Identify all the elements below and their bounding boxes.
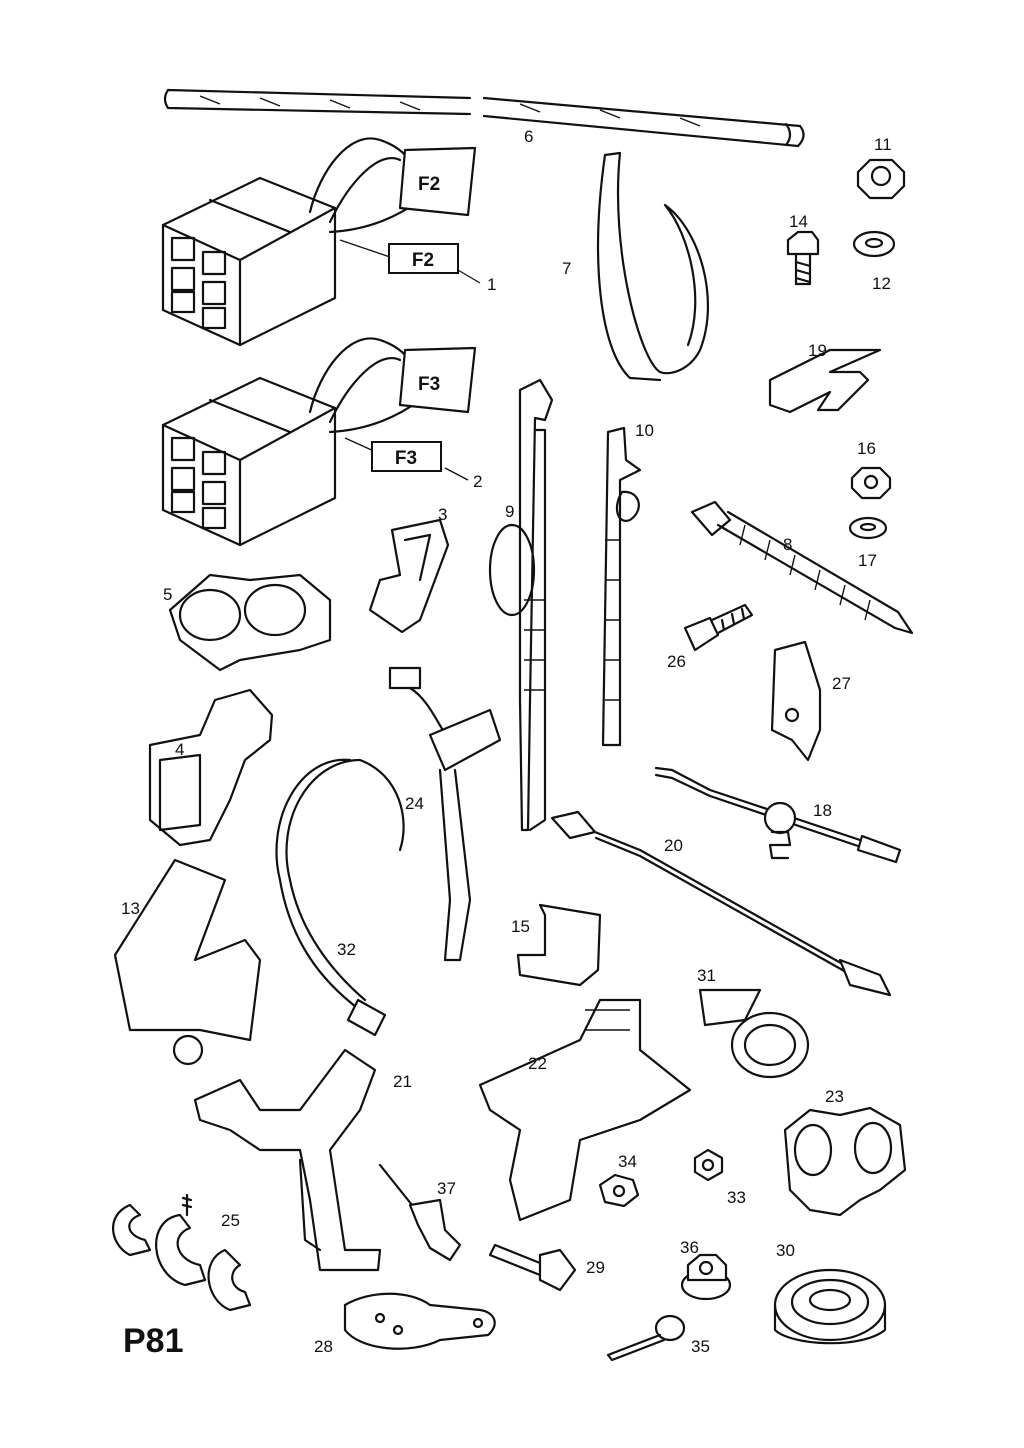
callout-32: 32 <box>337 940 356 959</box>
part-6-conduit <box>163 88 805 148</box>
callout-1: 1 <box>487 275 496 294</box>
svg-text:F3: F3 <box>395 448 417 469</box>
callout-14: 14 <box>789 212 808 231</box>
part-3-clip <box>368 518 450 634</box>
callout-11: 11 <box>874 135 892 154</box>
part-31-hose-clip <box>698 988 810 1079</box>
callout-15: 15 <box>511 917 530 936</box>
part-13-bracket <box>113 858 262 1066</box>
part-4-clip <box>148 688 274 847</box>
part-15-clip <box>516 903 602 987</box>
part-12-washer <box>852 230 896 258</box>
part-28-plate <box>343 1292 496 1350</box>
part-11-nut <box>856 158 906 200</box>
callout-13: 13 <box>121 899 140 918</box>
part-9-tie-with-clip <box>488 378 554 832</box>
tag-f2: F2 <box>418 174 440 195</box>
part-33-nut <box>693 1148 724 1182</box>
page-code: P81 <box>123 1322 184 1360</box>
part-14-bolt <box>786 230 820 286</box>
callout-35: 35 <box>691 1337 710 1356</box>
part-21-bracket <box>193 1048 382 1272</box>
part-16-nut <box>850 466 892 500</box>
callout-9: 9 <box>505 502 514 521</box>
tag-f3: F3 <box>418 374 440 395</box>
part-18-wire-grommet <box>654 766 902 864</box>
svg-text:F2: F2 <box>412 250 434 271</box>
part-24-tie-holder <box>388 666 502 962</box>
part-2-connector-f3 <box>161 337 477 547</box>
callout-26: 26 <box>667 652 686 671</box>
callout-33: 33 <box>727 1188 746 1207</box>
callout-20: 20 <box>664 836 683 855</box>
part-36-flange-nut <box>680 1253 732 1301</box>
part-37-rivet <box>378 1163 462 1262</box>
part-32-band <box>275 758 405 1037</box>
callout-16: 16 <box>857 439 876 458</box>
part-8-fir-tree-tie <box>690 500 914 635</box>
callout-36: 36 <box>680 1238 699 1257</box>
callout-27: 27 <box>832 674 851 693</box>
part-26-bolt <box>683 603 754 652</box>
part-5-double-clip <box>168 573 332 672</box>
callout-29: 29 <box>586 1258 605 1277</box>
callout-17: 17 <box>858 551 877 570</box>
callout-5: 5 <box>163 585 172 604</box>
connector-label-f2: F2 <box>388 243 459 274</box>
part-29-bolt <box>488 1243 577 1292</box>
leader-lines <box>339 239 481 481</box>
callout-30: 30 <box>776 1241 795 1260</box>
part-7-cable-tie <box>597 151 710 382</box>
callout-23: 23 <box>825 1087 844 1106</box>
callout-12: 12 <box>872 274 891 293</box>
part-25-clips <box>112 1193 252 1312</box>
callout-22: 22 <box>528 1054 547 1073</box>
part-17-washer <box>848 516 888 540</box>
callout-10: 10 <box>635 421 654 440</box>
callout-24: 24 <box>405 794 424 813</box>
callout-31: 31 <box>697 966 716 985</box>
part-23-double-clip <box>783 1106 907 1217</box>
callout-7: 7 <box>562 259 571 278</box>
part-22-bracket <box>478 998 692 1222</box>
part-10-tie <box>601 426 642 747</box>
callout-34: 34 <box>618 1152 637 1171</box>
part-34-nut <box>598 1173 640 1208</box>
part-30-tape-roll <box>773 1268 887 1345</box>
callout-3: 3 <box>438 505 447 524</box>
callout-8: 8 <box>783 535 792 554</box>
part-19-clip <box>768 348 882 414</box>
part-35-screw <box>606 1314 686 1362</box>
callout-21: 21 <box>393 1072 412 1091</box>
callout-18: 18 <box>813 801 832 820</box>
callout-28: 28 <box>314 1337 333 1356</box>
callout-4: 4 <box>175 740 184 759</box>
callout-25: 25 <box>221 1211 240 1230</box>
callout-37: 37 <box>437 1179 456 1198</box>
part-27-bracket <box>770 640 822 762</box>
connector-label-f3: F3 <box>371 441 442 472</box>
part-20-cable <box>550 810 892 997</box>
callout-19: 19 <box>808 341 827 360</box>
part-1-connector-f2 <box>161 137 477 347</box>
callout-6: 6 <box>524 127 533 146</box>
callout-2: 2 <box>473 472 482 491</box>
